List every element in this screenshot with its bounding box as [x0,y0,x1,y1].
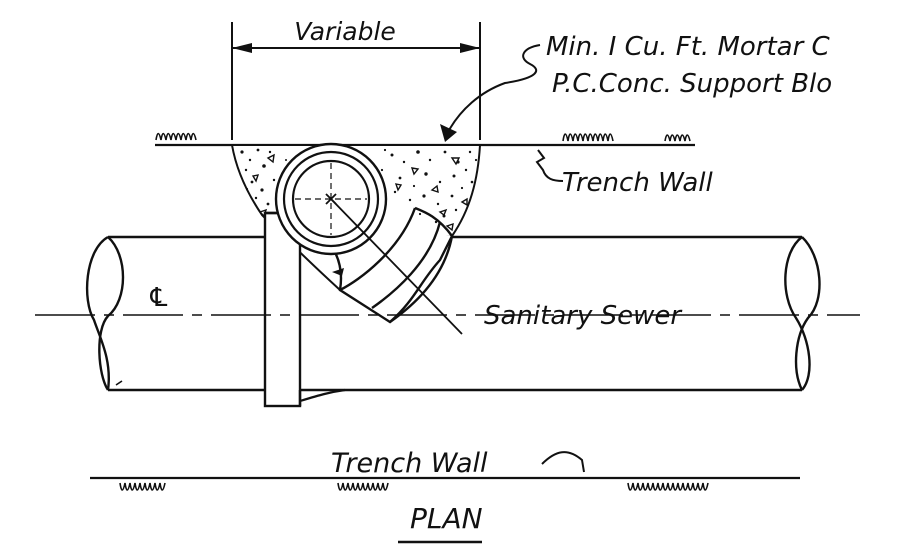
wye-branch-band-2 [371,221,442,309]
view-title: PLAN [410,502,483,535]
main-pipe-left-break-inner [98,236,125,391]
riser-pipe-middle-ring [282,150,380,248]
mortar-callout-line1: Min. I Cu. Ft. Mortar C [546,32,831,62]
earth-hatch-top-right [664,134,691,142]
riser-pipe-inner-ring [291,159,371,239]
main-pipe-left-break [85,235,110,391]
trench-wall-bottom-leader [541,451,585,473]
branch-centerline [330,198,463,335]
wye-branch-notch [332,268,344,276]
dimension-arrow-right [460,43,480,53]
earth-hatch-bottom-right [627,482,709,491]
mortar-callout-line2: P.C.Conc. Support Blo [552,69,832,99]
wye-branch-band-3 [389,235,454,323]
pipe-tick-mark [115,380,123,386]
mortar-leader-line [447,44,541,133]
dimension-arrow-left [232,43,252,53]
trench-wall-leader [535,149,564,182]
concrete-stipple [240,148,478,285]
main-pipe-right-break [784,236,811,391]
wye-bell-hub [263,211,302,408]
earth-hatch-bottom-left [119,482,166,491]
wye-lower-edge [299,388,346,403]
earth-hatch-top-mid [562,133,614,142]
sanitary-sewer-label: Sanitary Sewer [484,301,683,331]
centerline-symbol: ℄ [147,283,170,313]
earth-hatch-top-left [155,132,197,141]
wye-branch-end-cap [414,206,453,237]
variable-label: Variable [294,17,396,46]
earth-hatch-bottom-mid [337,482,389,491]
trench-wall-bottom-label: Trench Wall [331,448,488,479]
trench-wall-top-label: Trench Wall [562,168,714,198]
main-pipe-right-break-inner [794,236,821,391]
variable-dimension [231,22,481,140]
wye-branch-band-1 [339,207,417,292]
mortar-leader-arrow [440,124,457,142]
